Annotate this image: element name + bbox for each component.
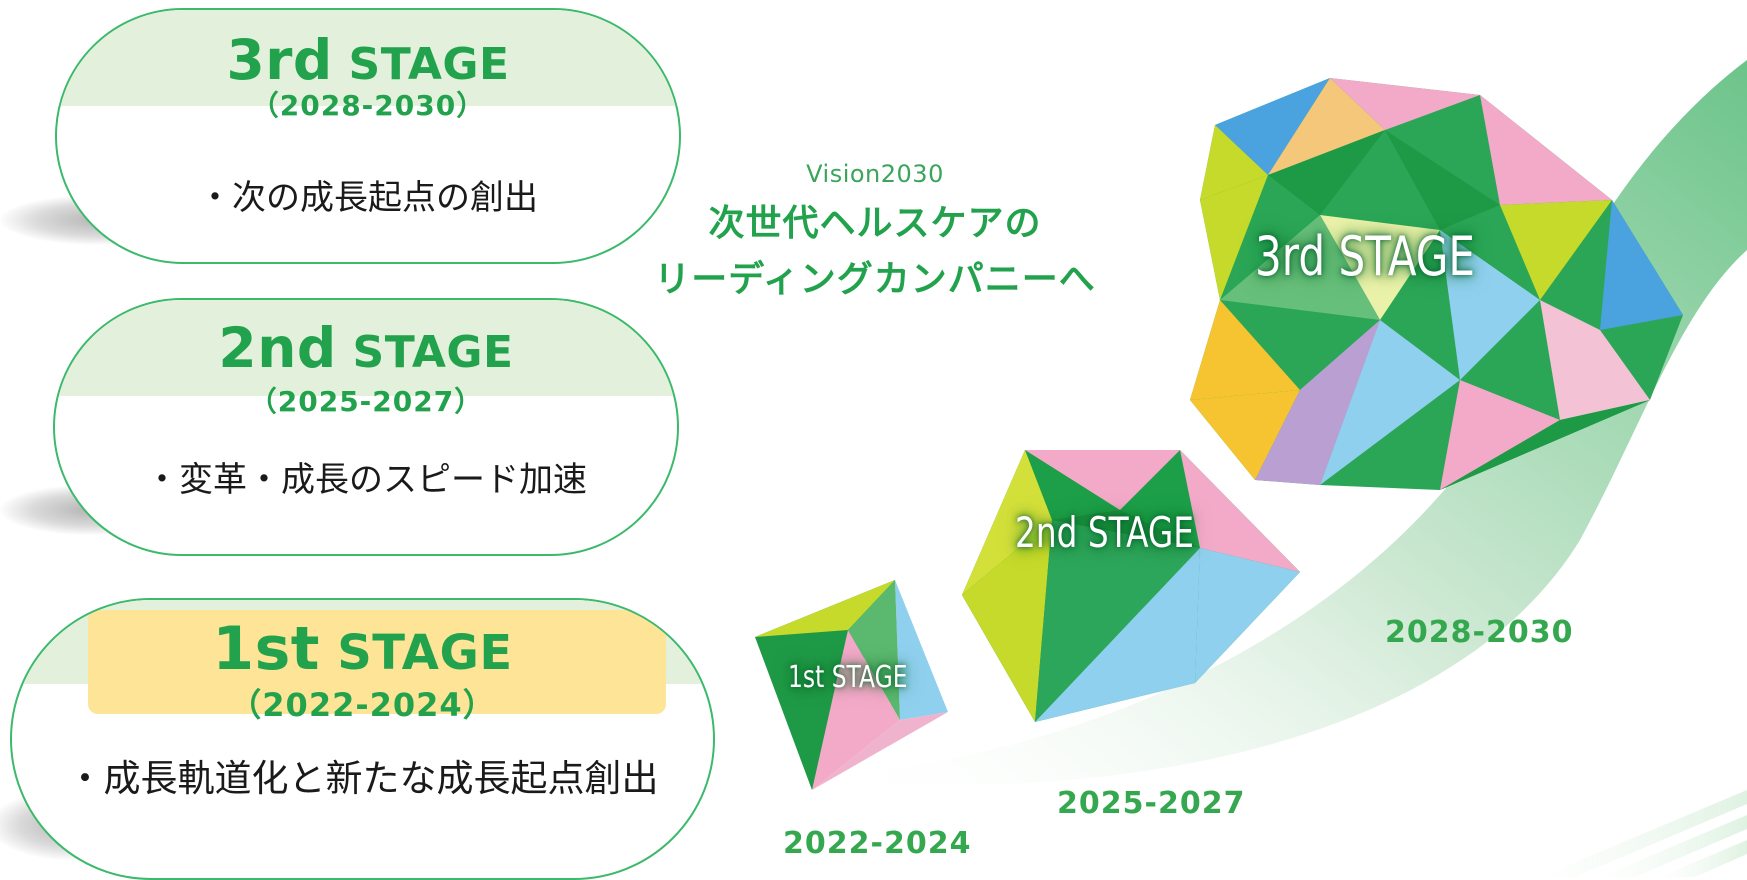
- crystal-2nd-stage: [962, 450, 1300, 722]
- vision-line-1: 次世代ヘルスケアの: [708, 203, 1042, 244]
- stage-description-3rd: ・次の成長起点の創出: [198, 178, 538, 218]
- vision-heading: Vision2030 次世代ヘルスケアの リーディングカンパニーへ: [640, 160, 1110, 308]
- year-label-3rd: 2028-2030: [1385, 615, 1574, 650]
- corner-stripes: [1540, 790, 1747, 877]
- stage-description-1st: ・成長軌道化と新たな成長起点創出: [66, 757, 659, 800]
- crystal-label-1st: 1st STAGE: [788, 660, 908, 695]
- vision-label: Vision2030: [806, 160, 944, 188]
- stage-title-1st: 1st STAGE: [212, 614, 513, 684]
- crystal-label-2nd: 2nd STAGE: [1015, 508, 1194, 557]
- stage-years-2nd: （2025-2027）: [248, 385, 484, 418]
- year-label-2nd: 2025-2027: [1057, 786, 1246, 821]
- stage-description-2nd: ・変革・成長のスピード加速: [145, 460, 587, 500]
- year-label-1st: 2022-2024: [783, 826, 972, 861]
- crystal-label-3rd: 3rd STAGE: [1255, 225, 1476, 288]
- crystal-1st-stage: [755, 580, 948, 790]
- stage-years-3rd: （2028-2030）: [250, 89, 486, 122]
- stage-years-1st: （2022-2024）: [229, 686, 496, 724]
- crystal-3rd-stage: [1190, 78, 1683, 490]
- vision-line-2: リーディングカンパニーへ: [654, 259, 1096, 300]
- stage-title-3rd: 3rd STAGE: [226, 28, 510, 92]
- current-stage-highlight: [88, 610, 666, 714]
- stage-title-2nd: 2nd STAGE: [218, 316, 514, 380]
